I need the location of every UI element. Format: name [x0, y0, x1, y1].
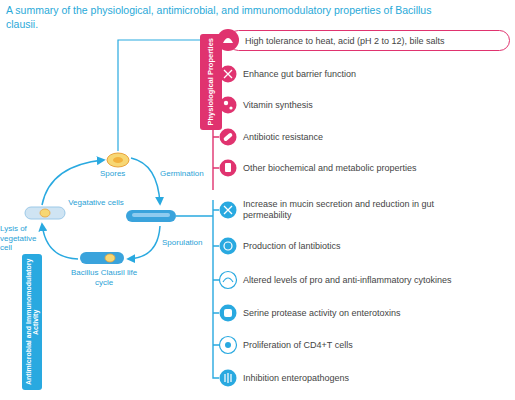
node-text: High tolerance to heat, acid (pH 2 to 12…: [245, 36, 445, 46]
stage-label: Spores: [100, 169, 140, 179]
pink-icon: [220, 97, 237, 114]
property-item: Increase in mucin secretion and reductio…: [243, 198, 448, 222]
property-pill: High tolerance to heat, acid (pH 2 to 12…: [228, 30, 510, 51]
blue-icon: [220, 370, 237, 387]
blue-icon: [220, 238, 237, 255]
category-band: Physiological Properties: [200, 34, 222, 130]
pink-icon: [217, 29, 239, 51]
property-item: Enhance gut barrier function: [243, 62, 513, 86]
pink-icon: [220, 160, 237, 177]
transition-label: Sporulation: [162, 238, 212, 248]
diagram-title: A summary of the physiological, antimicr…: [6, 3, 451, 31]
vegetative-rod: [126, 210, 176, 222]
property-item: Proliferation of CD4+T cells: [243, 333, 513, 357]
cycle-arrow: [131, 158, 160, 204]
cycle-arrow: [128, 226, 160, 259]
released-spore: [40, 209, 50, 217]
cycle-caption: Bacillus Clausil life cycle: [70, 268, 138, 287]
blue-icon: [220, 202, 237, 219]
node-text: Antimicrobial and Immunomodulatory Activ…: [25, 254, 40, 390]
property-item: Vitamin synthesis: [243, 93, 513, 117]
lysing-cell: [25, 207, 65, 219]
property-item: Serine protease activity on enterotoxins: [243, 301, 513, 325]
category-band: Antimicrobial and Immunomodulatory Activ…: [22, 254, 42, 390]
cycle-arrow: [42, 224, 78, 259]
property-item: Antibiotic resistance: [243, 125, 513, 149]
pink-icon: [220, 66, 237, 83]
spore-cell: [107, 153, 129, 167]
stage-label: Vegatative cells: [68, 198, 124, 208]
endospore: [105, 254, 115, 262]
transition-label: Germination: [160, 169, 208, 179]
blue-bracket: [176, 200, 219, 378]
property-item: Production of lantibiotics: [243, 234, 513, 258]
rod-highlight: [132, 213, 170, 217]
pink-icon: [220, 129, 237, 146]
property-item: Other biochemical and metabolic properti…: [243, 156, 513, 180]
blue-icon: [220, 305, 237, 322]
property-item: Altered levels of pro and anti-inflammat…: [243, 268, 513, 292]
blue-icon: [220, 337, 237, 354]
property-item: Inhibition enteropathogens: [243, 366, 513, 390]
stage-label: Lysis of vegetative cell: [0, 224, 43, 253]
node-text: Physiological Properties: [207, 38, 215, 126]
sporulating-cell: [80, 252, 124, 264]
blue-icon: [220, 272, 237, 289]
spore-core: [113, 157, 123, 163]
